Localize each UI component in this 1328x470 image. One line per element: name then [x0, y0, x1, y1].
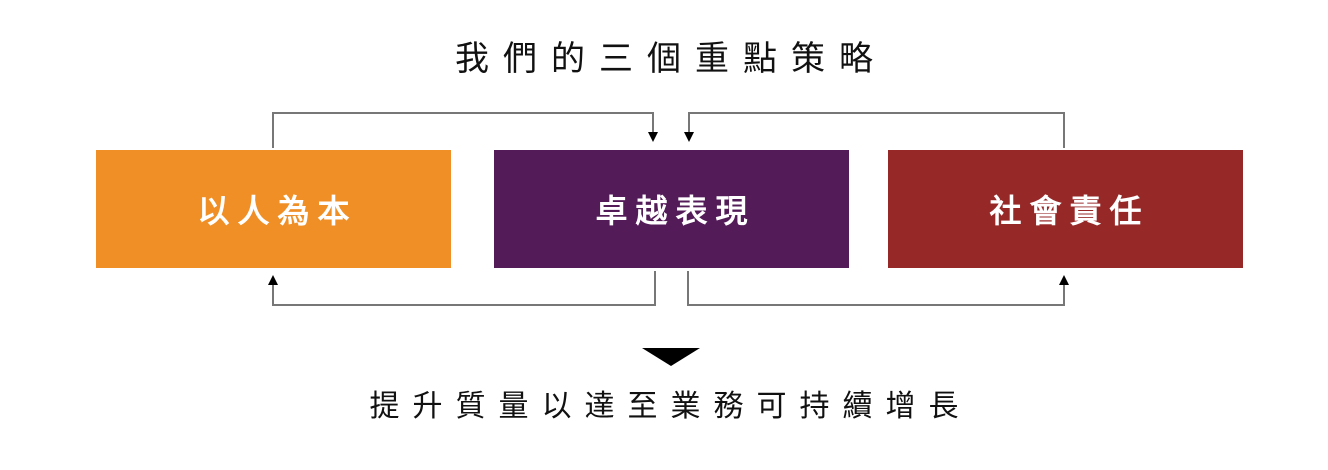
connector-people-to-excellence [272, 112, 654, 148]
connector-social-to-excellence [688, 112, 1065, 148]
arrow-down-icon [648, 132, 658, 142]
pillar-social-responsibility: 社會責任 [888, 150, 1243, 268]
pillar-people-oriented: 以人為本 [96, 150, 451, 268]
arrow-up-icon [268, 275, 278, 285]
pillar-label: 卓越表現 [595, 192, 756, 230]
connector-excellence-to-social [687, 271, 1065, 306]
arrow-up-icon [1059, 275, 1069, 285]
result-statement: 提升質量以達至業務可持續增長 [369, 389, 972, 424]
diagram-title: 我們的三個重點策略 [455, 39, 887, 79]
pillar-excellence: 卓越表現 [494, 150, 849, 268]
pillar-label: 社會責任 [989, 192, 1150, 230]
arrow-down-icon [684, 132, 694, 142]
pillar-label: 以人為本 [197, 192, 358, 230]
connector-excellence-to-people [272, 271, 656, 306]
result-arrow-down-icon [642, 348, 700, 366]
